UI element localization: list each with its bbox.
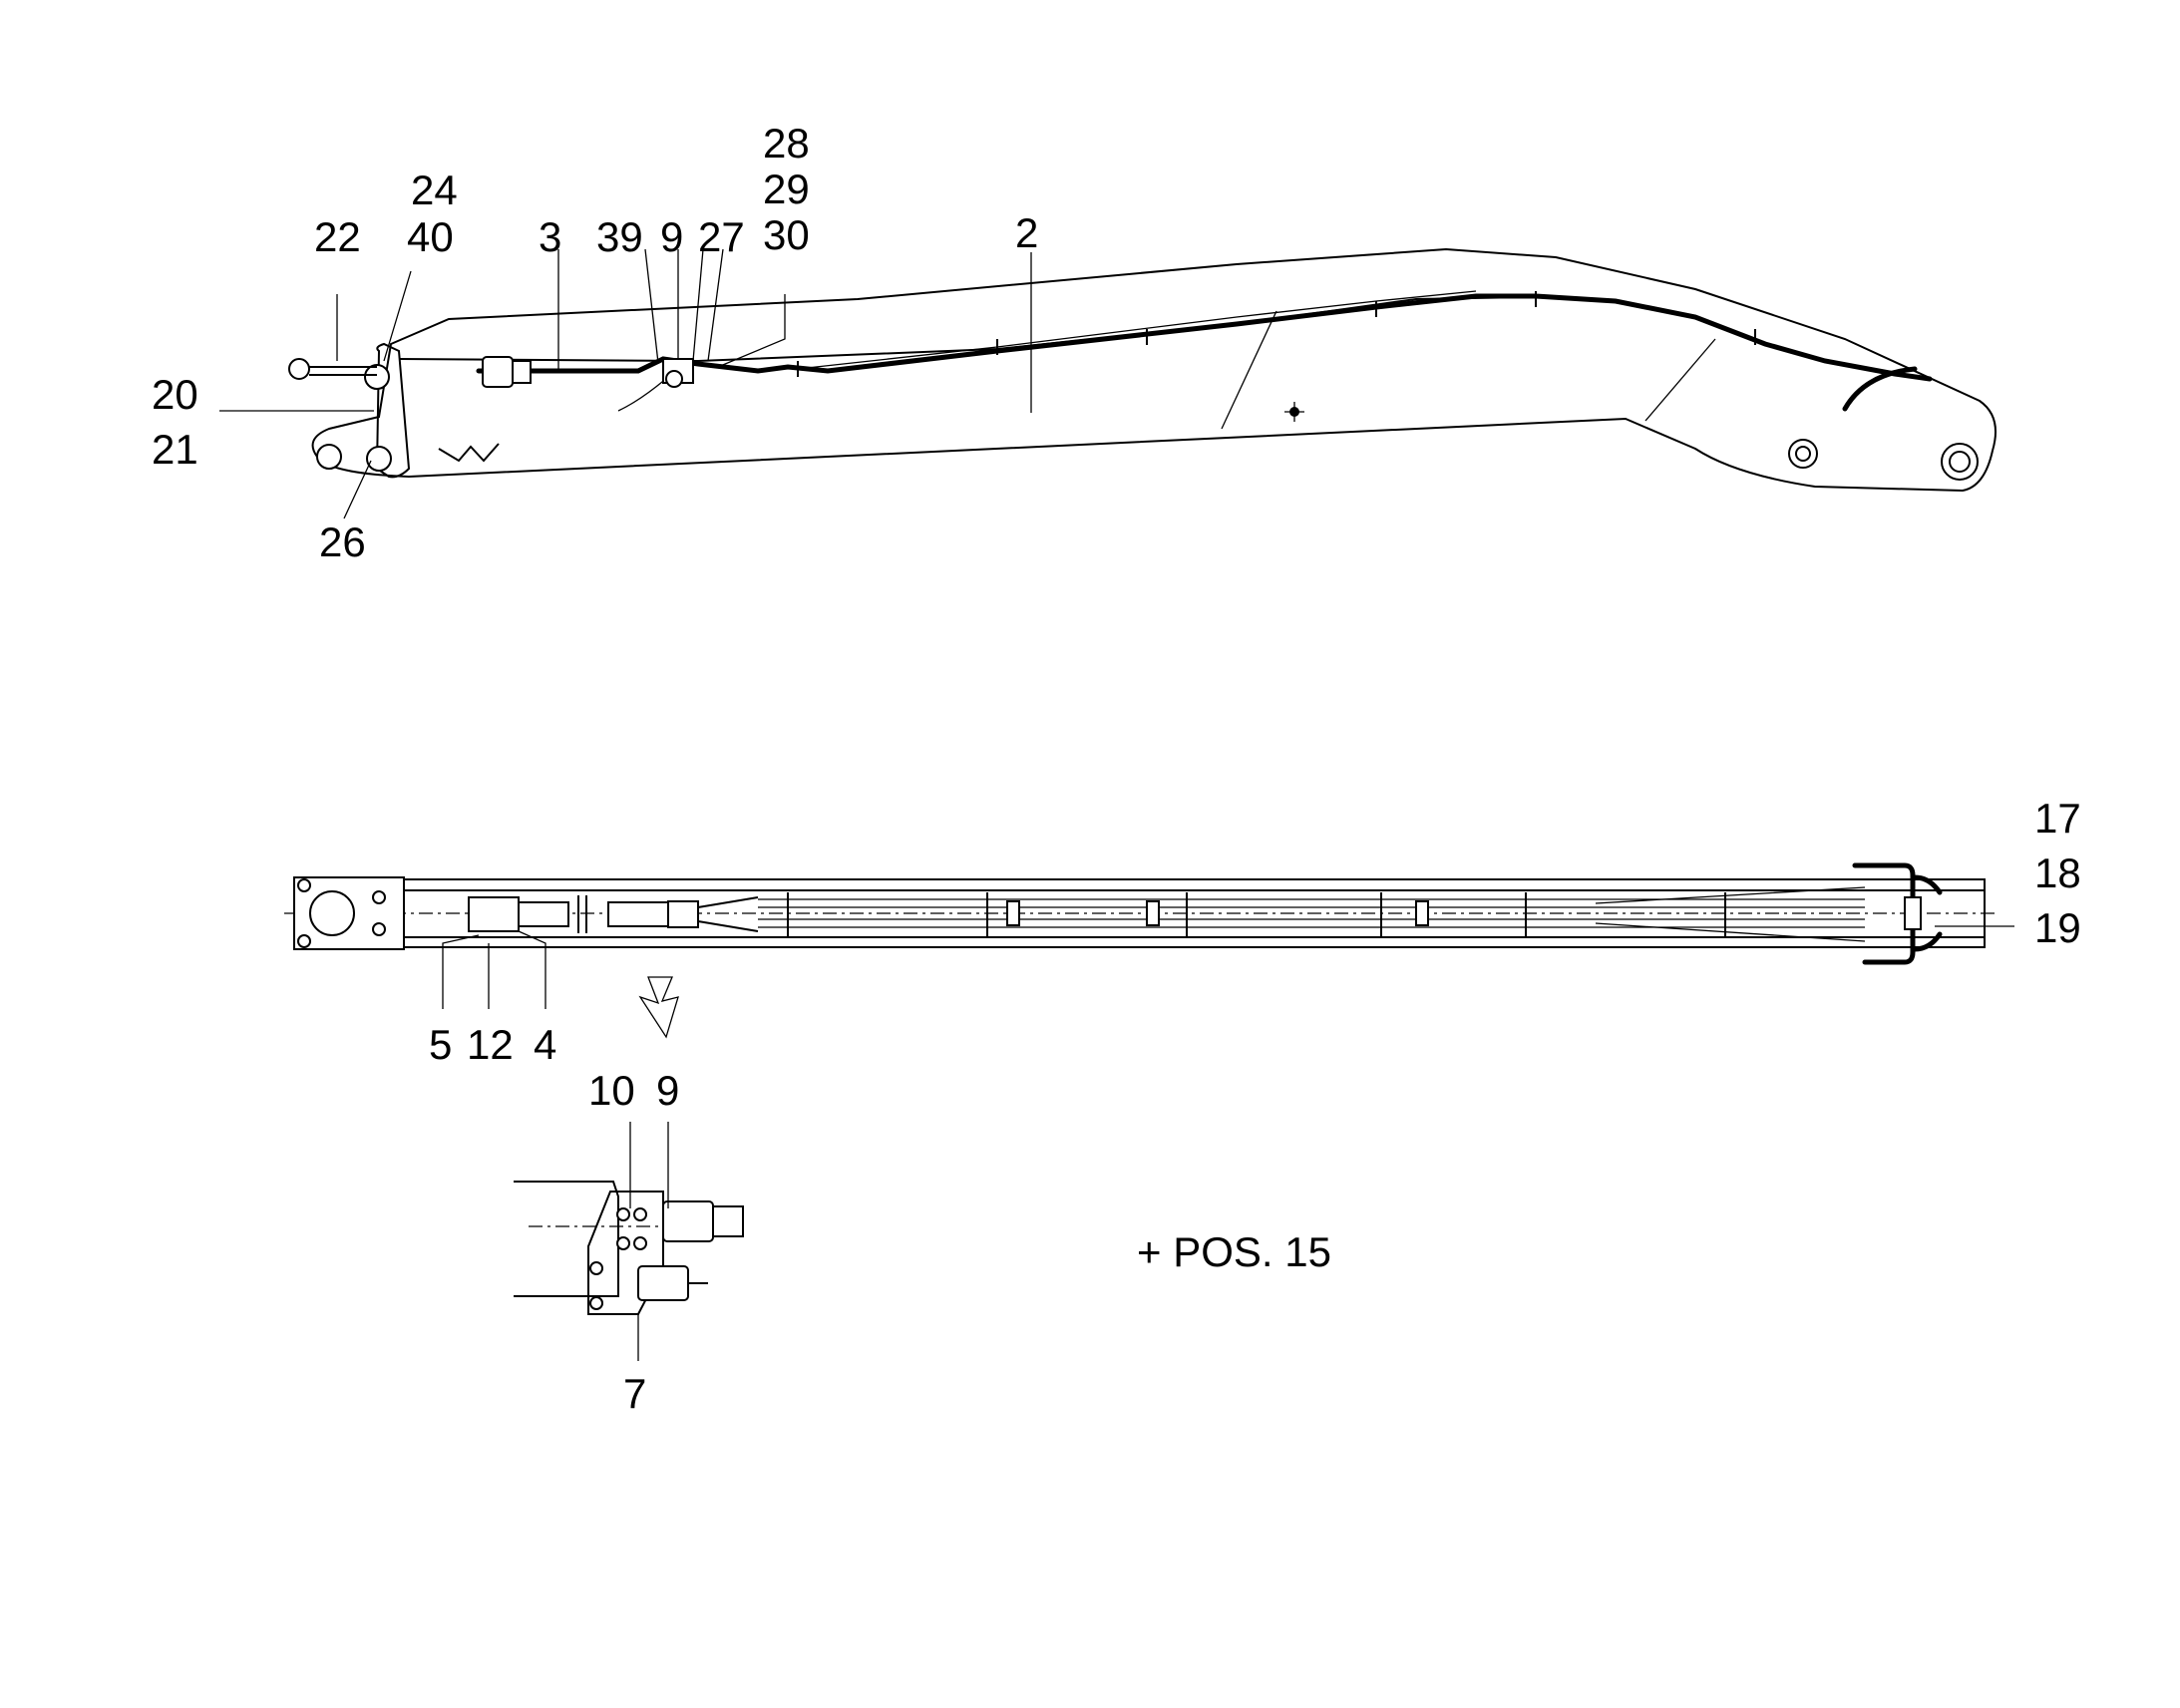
front-bracket	[375, 342, 411, 479]
callout-5: 5	[429, 1021, 452, 1068]
callout-3: 3	[539, 213, 561, 260]
callout-21: 21	[152, 426, 198, 473]
callout-39: 39	[596, 213, 643, 260]
top-view-callouts: 17 18 19 5 12 4	[429, 795, 2081, 1068]
position-note: + POS. 15	[1137, 1228, 1331, 1275]
callout-27: 27	[698, 213, 745, 260]
hose-loop-lower	[1862, 922, 1916, 965]
detail-view-callouts: 10 9 7	[588, 1067, 679, 1417]
callout-30: 30	[763, 211, 810, 258]
callout-12: 12	[467, 1021, 514, 1068]
top-pin	[288, 358, 310, 380]
detail-fitting-upper	[662, 1200, 714, 1242]
callout-10: 10	[588, 1067, 635, 1114]
front-pin	[316, 444, 342, 470]
callout-19: 19	[2034, 904, 2081, 951]
callout-2: 2	[1015, 209, 1038, 256]
callout-18: 18	[2034, 850, 2081, 896]
callout-20: 20	[152, 371, 198, 418]
top-view-boom	[284, 862, 2014, 1039]
callout-9: 9	[660, 213, 683, 260]
callout-7: 7	[623, 1370, 646, 1417]
detail-arrow	[638, 976, 679, 1039]
hose-line-top	[476, 293, 1933, 382]
detail-fitting-lower	[637, 1265, 689, 1301]
cylinder	[482, 356, 514, 388]
top-view-pin	[309, 890, 355, 936]
hose-loop-upper	[1852, 862, 1916, 905]
callout-22: 22	[314, 213, 361, 260]
detail-view	[514, 1122, 744, 1361]
top-view-cylinder	[468, 896, 520, 932]
callout-28: 28	[763, 120, 810, 167]
side-view-boom	[219, 247, 1997, 519]
callout-17: 17	[2034, 795, 2081, 842]
callout-40: 40	[407, 213, 454, 260]
callout-26: 26	[319, 518, 366, 565]
side-view-callouts: 22 24 40 3 39 9 27 28 29 30 2 20 21 26	[152, 120, 1038, 565]
callout-4: 4	[534, 1021, 556, 1068]
callout-9-detail: 9	[656, 1067, 679, 1114]
callout-24: 24	[411, 167, 458, 213]
callout-29: 29	[763, 166, 810, 212]
